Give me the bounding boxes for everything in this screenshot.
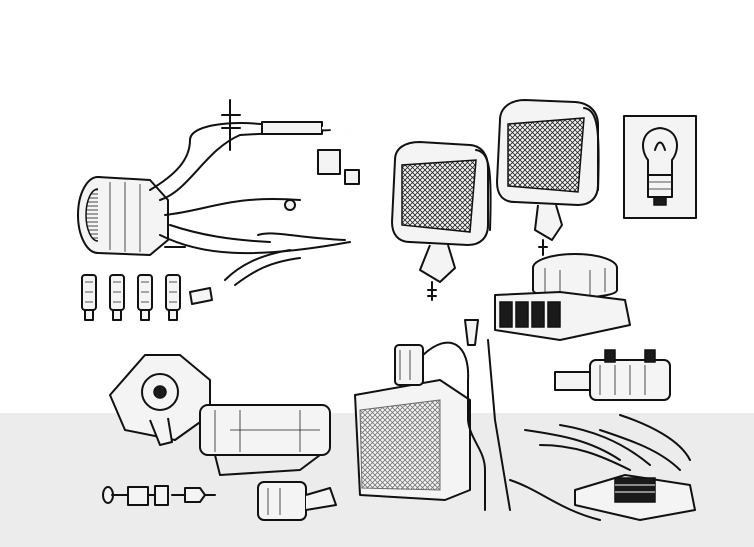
washer-reservoir-with-pump	[354, 319, 511, 511]
relay	[257, 481, 337, 521]
rectangular-headlamp-left	[391, 141, 492, 301]
rectangular-headlamp-right	[496, 99, 600, 256]
wiring-loom-with-connector-block	[509, 414, 696, 521]
spark-plug-connectors	[81, 274, 213, 321]
electric-horn	[494, 253, 631, 341]
windscreen-wiper-motor	[109, 354, 331, 476]
ignition-coil	[554, 349, 671, 401]
distributor-with-ignition-leads	[77, 99, 360, 286]
fuses-and-bolts	[102, 485, 216, 506]
double-filament-bulb	[623, 115, 697, 219]
